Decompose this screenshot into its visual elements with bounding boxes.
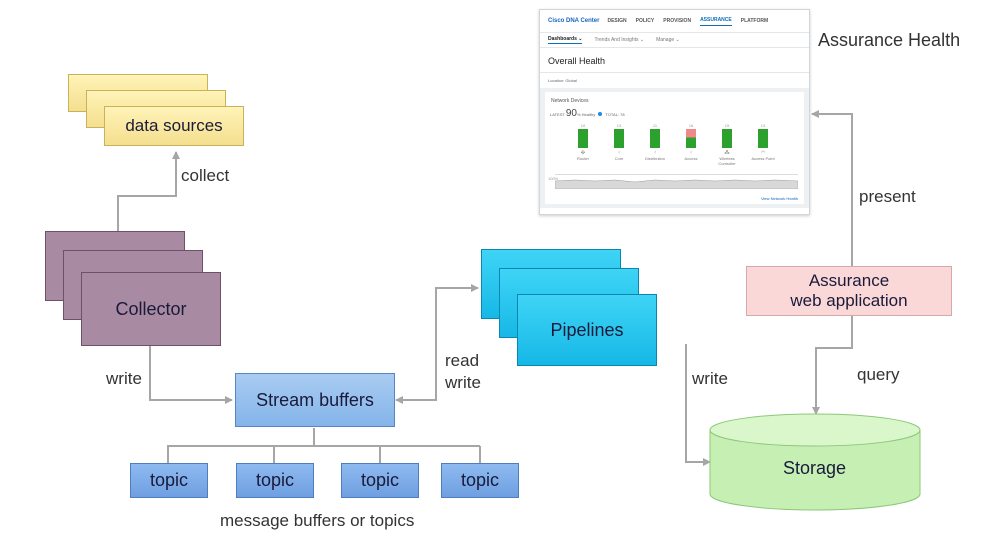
health-bar (722, 129, 732, 148)
nav-item-platform[interactable]: PLATFORM (740, 18, 769, 24)
present-arrow (811, 110, 853, 266)
subnav-dashboards[interactable]: Dashboards ⌄ (548, 36, 583, 44)
category-name: Router (576, 156, 589, 161)
kpi-suffix: % Healthy (577, 112, 596, 117)
write-arrow-left (149, 346, 233, 404)
dashboard-top-nav: Cisco DNA Center DESIGN POLICY PROVISION… (540, 10, 809, 33)
category-name: Access (684, 156, 698, 161)
pipelines-box: Pipelines (517, 294, 657, 366)
storage-label: Storage (783, 458, 847, 478)
topic-box: topic (441, 463, 519, 498)
assurance-dashboard-screenshot: Cisco DNA Center DESIGN POLICY PROVISION… (539, 9, 810, 215)
message-buffers-caption: message buffers or topics (220, 511, 415, 530)
device-category: 15 ⁂ Wireless Controller (713, 123, 741, 166)
dashboard-title: Overall Health (540, 48, 809, 73)
brand-label: Cisco DNA Center (548, 18, 600, 24)
health-bar (650, 129, 660, 148)
write-label-right: write (692, 369, 728, 388)
view-network-health-link[interactable]: View Network Health (760, 196, 798, 201)
collector-label: Collector (115, 298, 187, 319)
read-label: read (445, 351, 480, 370)
kpi-value: 90 (565, 108, 577, 119)
device-category: 13 ⁖ Core (605, 123, 633, 161)
card-title: Network Devices (551, 98, 589, 104)
query-arrow (812, 316, 853, 415)
assurance-health-label: Assurance Health (818, 30, 961, 50)
ap-icon: ◠ (760, 150, 766, 156)
trend-axis-label: 100% (548, 176, 559, 181)
nav-item-provision[interactable]: PROVISION (663, 18, 692, 24)
stream-buffers-box: Stream buffers (235, 373, 395, 427)
topic-fanout-line (167, 428, 481, 464)
topic-label: topic (255, 470, 295, 490)
category-count: 13 (760, 123, 766, 128)
health-bar (578, 129, 588, 148)
assurance-web-app-box: Assurance web application (746, 266, 952, 316)
kpi-prefix: LATEST (550, 112, 565, 117)
category-count: 16 (688, 123, 694, 128)
subnav-trends[interactable]: Trends And Insights ⌄ (594, 37, 645, 43)
device-category: 16 ⁖ Access (677, 123, 705, 161)
data-sources-label: data sources (125, 116, 223, 135)
collect-label: collect (181, 166, 230, 185)
health-kpi: LATEST 90% Healthy TOTAL: 78 (550, 108, 625, 119)
nav-item-policy[interactable]: POLICY (635, 18, 655, 24)
category-name: Wireless Controller (718, 156, 736, 166)
kpi-total: TOTAL: 78 (605, 112, 625, 117)
network-devices-card: Network Devices LATEST 90% Healthy TOTAL… (545, 92, 804, 204)
collector-box: Collector (81, 272, 221, 346)
health-trend-chart (555, 174, 798, 189)
storage-cylinder (709, 413, 921, 511)
category-name: Access Point (751, 156, 775, 161)
category-count: 10 (580, 123, 586, 128)
web-app-label-line1: Assurance (808, 271, 890, 290)
switch-icon: ⁖ (689, 150, 693, 156)
dashboard-sub-nav: Dashboards ⌄ Trends And Insights ⌄ Manag… (540, 33, 809, 48)
switch-icon: ⁖ (617, 150, 621, 156)
health-bar (614, 129, 624, 148)
health-bar (758, 129, 768, 148)
read-write-arrow (395, 284, 479, 404)
dashboard-body: Network Devices LATEST 90% Healthy TOTAL… (540, 88, 809, 208)
category-name: Core (614, 156, 624, 161)
collect-arrow (117, 151, 180, 232)
category-name: Distribution (644, 156, 665, 161)
topic-box: topic (341, 463, 419, 498)
query-label: query (857, 365, 900, 384)
router-icon: ✣ (580, 150, 586, 156)
topic-box: topic (130, 463, 208, 498)
nav-item-design[interactable]: DESIGN (607, 18, 627, 24)
category-count: 13 (616, 123, 622, 128)
stream-buffers-label: Stream buffers (256, 389, 374, 410)
location-label: Location: Global (540, 73, 809, 88)
write-arrow-right (685, 344, 711, 466)
device-category: 13 ◠ Access Point (749, 123, 777, 161)
category-count: 11 (652, 123, 658, 128)
topic-box: topic (236, 463, 314, 498)
device-category: 11 ⁖ Distribution (641, 123, 669, 161)
write-label-left: write (106, 369, 142, 388)
category-count: 15 (724, 123, 730, 128)
switch-icon: ⁖ (653, 150, 657, 156)
data-sources-box: data sources (104, 106, 244, 146)
info-icon (598, 112, 603, 116)
topic-label: topic (460, 470, 500, 490)
wlc-icon: ⁂ (724, 150, 730, 156)
topic-label: topic (149, 470, 189, 490)
nav-item-assurance[interactable]: ASSURANCE (700, 17, 732, 26)
topic-label: topic (360, 470, 400, 490)
device-category: 10 ✣ Router (569, 123, 597, 161)
pipelines-label: Pipelines (550, 319, 624, 340)
subnav-manage[interactable]: Manage ⌄ (656, 37, 680, 43)
present-label: present (859, 187, 916, 206)
web-app-label-line2: web application (790, 291, 908, 310)
health-bar (686, 129, 696, 148)
write-label-mid: write (445, 373, 481, 392)
